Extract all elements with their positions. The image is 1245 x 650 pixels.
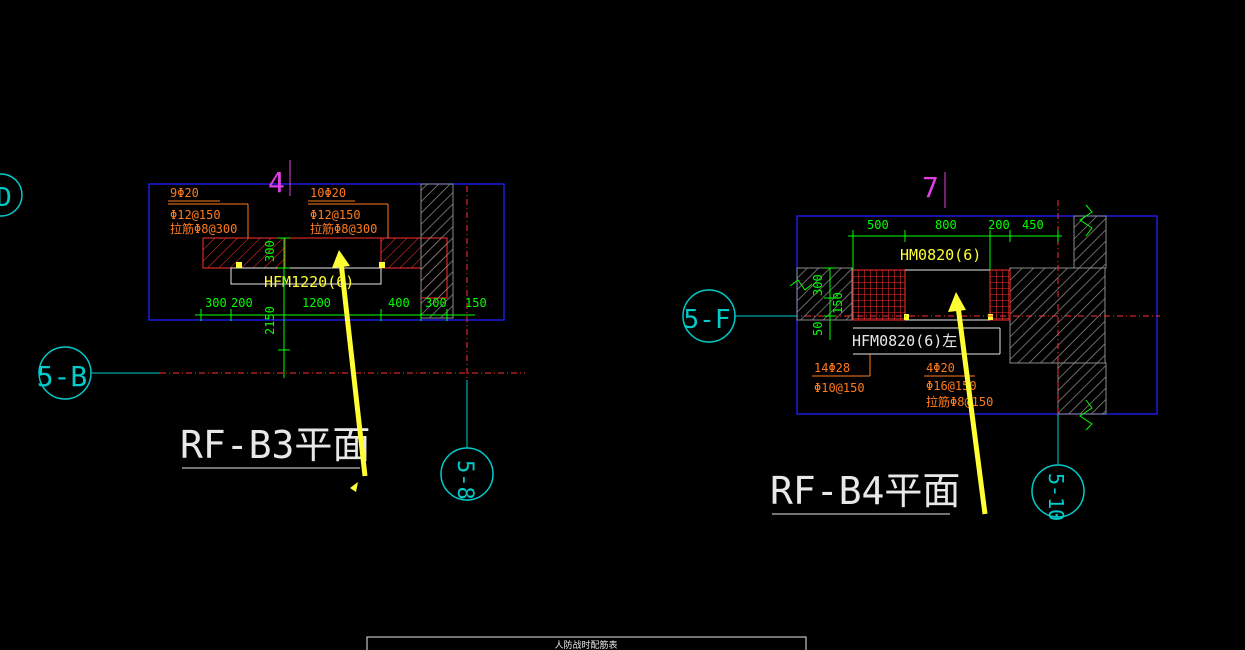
right-dimensions: 500 800 200 450 300 150 50 (811, 218, 1062, 340)
grid-bubble-5f: 5-F (682, 289, 736, 343)
svg-text:Φ10@150: Φ10@150 (814, 381, 865, 395)
svg-text:400: 400 (388, 296, 410, 310)
svg-text:10Φ20: 10Φ20 (310, 186, 346, 200)
right-door-label-top: HM0820(6) (900, 246, 981, 264)
left-dimensions: 300 200 1200 400 300 150 300 2150 (195, 237, 487, 378)
right-rebar-left-note: 14Φ28 Φ10@150 (812, 354, 871, 395)
bottom-table-header: 人防战时配筋表 (366, 636, 807, 650)
bottom-table-title: 人防战时配筋表 (554, 639, 617, 650)
grid-bubble-510-label: 5-10 (1044, 473, 1068, 521)
svg-text:300: 300 (425, 296, 447, 310)
left-rebar-left-note: 9Φ20 Φ12@150 拉筋Φ8@300 (168, 186, 249, 238)
left-plan-frame (148, 183, 505, 321)
grid-bubble-d: D (0, 173, 23, 217)
left-rebar-right-note: 10Φ20 Φ12@150 拉筋Φ8@300 (308, 186, 389, 238)
right-door-label-bottom: HFM0820(6)左 (852, 332, 957, 350)
svg-text:300: 300 (205, 296, 227, 310)
grid-bubble-5b-label: 5-B (37, 360, 88, 393)
svg-text:拉筋Φ8@300: 拉筋Φ8@300 (310, 221, 377, 236)
left-plan: D 4 9Φ20 Φ12@150 拉筋Φ8@300 (0, 160, 525, 501)
svg-text:300: 300 (263, 240, 277, 262)
grid-bubble-58: 5-8 (440, 447, 494, 501)
right-annotation-arrow (948, 292, 988, 515)
right-rebar-grid-right (989, 269, 1011, 321)
svg-text:Φ12@150: Φ12@150 (310, 208, 361, 222)
right-plan-title: RF-B4平面 (770, 469, 960, 513)
right-rebar-grid-left (852, 269, 906, 321)
svg-text:1200: 1200 (302, 296, 331, 310)
left-column-hatch (420, 183, 454, 319)
svg-text:2150: 2150 (263, 306, 277, 335)
left-annotation-arrow (332, 250, 368, 492)
svg-text:450: 450 (1022, 218, 1044, 232)
right-plan: 7 (682, 171, 1160, 521)
svg-text:拉筋Φ8@150: 拉筋Φ8@150 (926, 394, 993, 409)
right-break-lines (789, 204, 1093, 431)
svg-text:14Φ28: 14Φ28 (814, 361, 850, 375)
right-axis-number: 7 (922, 171, 939, 204)
svg-text:200: 200 (231, 296, 253, 310)
svg-text:50: 50 (811, 322, 825, 336)
right-rebar-right-note: 4Φ20 Φ16@150 拉筋Φ8@150 (924, 361, 993, 409)
svg-text:500: 500 (867, 218, 889, 232)
svg-text:Φ16@150: Φ16@150 (926, 379, 977, 393)
left-axis-number: 4 (268, 166, 285, 199)
svg-text:9Φ20: 9Φ20 (170, 186, 199, 200)
svg-text:4Φ20: 4Φ20 (926, 361, 955, 375)
svg-text:800: 800 (935, 218, 957, 232)
svg-text:Φ12@150: Φ12@150 (170, 208, 221, 222)
svg-text:200: 200 (988, 218, 1010, 232)
left-plan-title: RF-B3平面 (180, 423, 370, 467)
svg-text:150: 150 (465, 296, 487, 310)
left-door-label: HFM1220(6) (264, 273, 354, 291)
grid-bubble-510: 5-10 (1031, 464, 1085, 521)
svg-text:150: 150 (831, 292, 845, 314)
grid-bubble-d-label: D (0, 183, 12, 213)
grid-bubble-5f-label: 5-F (684, 305, 731, 335)
svg-text:拉筋Φ8@300: 拉筋Φ8@300 (170, 221, 237, 236)
grid-bubble-58-label: 5-8 (452, 460, 477, 500)
grid-bubble-5b: 5-B (37, 346, 92, 400)
svg-text:300: 300 (811, 274, 825, 296)
